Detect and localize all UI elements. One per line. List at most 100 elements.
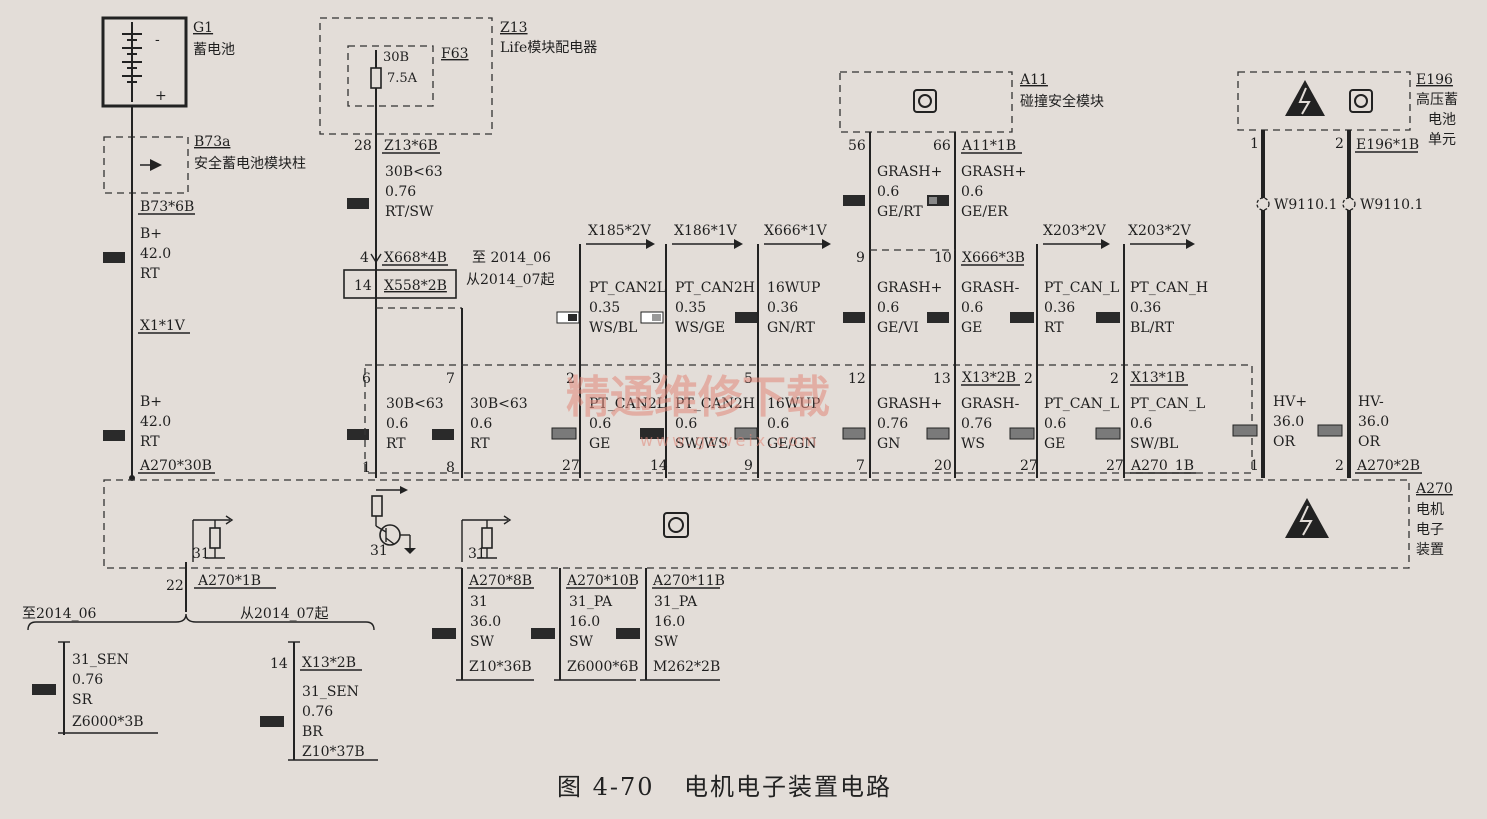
pin-label: 7 <box>856 458 865 474</box>
wire-label: GE <box>1044 436 1065 452</box>
wire-label: 0.6 <box>1044 416 1066 432</box>
wire-label: GN/RT <box>767 320 815 336</box>
color-swatch <box>531 628 555 639</box>
wire-label: 0.35 <box>675 300 706 316</box>
pin-label: 10 <box>934 250 952 266</box>
g1-id: G1 <box>193 20 213 36</box>
wire-label: SW/WS <box>675 436 728 452</box>
branch-brace <box>27 613 375 631</box>
color-swatch <box>843 312 865 323</box>
figure-title: 电机电子装置电路 <box>684 773 892 801</box>
color-swatch <box>1009 427 1035 440</box>
wire-label: RT <box>470 436 490 452</box>
wire-label: 0.76 <box>961 416 992 432</box>
wire-label: 0.76 <box>877 416 908 432</box>
note-from-b: 从2014_07起 <box>240 606 328 622</box>
wire-label: 0.36 <box>1044 300 1075 316</box>
wire-label: GN <box>877 436 900 452</box>
m262-2b-label: M262*2B <box>653 659 720 675</box>
wire-label: 0.76 <box>385 184 416 200</box>
b73a-arrow-icon <box>150 159 162 171</box>
color-swatch <box>1010 312 1034 323</box>
x13-2b-label: X13*2B <box>962 370 1016 386</box>
wire-label: 0.6 <box>877 184 899 200</box>
x558-2b-label: X558*2B <box>384 278 447 294</box>
pin-label: 28 <box>354 138 372 154</box>
wire-label: 31 <box>470 594 488 610</box>
resistor-icon <box>371 495 383 517</box>
color-swatch <box>432 628 456 639</box>
x558-box <box>343 269 457 299</box>
e196-name: 单元 <box>1428 132 1456 148</box>
f63-id: F63 <box>441 46 469 62</box>
x186-label: X186*1V <box>674 223 738 239</box>
pin-label: 2 <box>1110 371 1119 387</box>
wire-label: 0.6 <box>675 416 697 432</box>
wire-label: 0.6 <box>877 300 899 316</box>
wire-label: BR <box>302 724 323 740</box>
z6000-3b-label: Z6000*3B <box>72 714 144 730</box>
wire-label: SW <box>569 634 594 650</box>
color-swatch <box>347 429 369 440</box>
pin-label: 9 <box>744 458 753 474</box>
x203-label-a: X203*2V <box>1043 223 1107 239</box>
wire-label: RT <box>140 266 160 282</box>
arrow-right-icon <box>1101 239 1110 249</box>
wire-label: PT_CAN2L <box>589 280 666 296</box>
wire-label: 30B<63 <box>385 164 443 180</box>
pin-label: 27 <box>1020 458 1038 474</box>
z13-6b-label: Z13*6B <box>384 138 438 154</box>
wire-label: 16WUP <box>767 280 820 296</box>
e196-name: 电池 <box>1428 112 1456 128</box>
shield-icon <box>1256 197 1270 211</box>
color-swatch <box>640 428 664 439</box>
module-icon <box>663 512 689 538</box>
z6000-6b-label: Z6000*6B <box>567 659 639 675</box>
wire-label: PT_CAN2H <box>675 396 755 412</box>
fuse-amp: 7.5A <box>387 71 418 86</box>
a270-box <box>103 479 1410 569</box>
wire-label: GRASH+ <box>877 396 942 412</box>
pin-label: 2 <box>1335 458 1344 474</box>
wire-label: BL/RT <box>1130 320 1175 336</box>
e196-1b-label: E196*1B <box>1356 137 1419 153</box>
wire-label: SW <box>470 634 495 650</box>
wire-label: HV- <box>1358 394 1384 410</box>
fuse-icon <box>370 67 382 89</box>
color-swatch <box>432 429 454 440</box>
wire-label: GE <box>589 436 610 452</box>
z10-36b-label: Z10*36B <box>469 659 532 675</box>
wire-label: WS/BL <box>589 320 637 336</box>
arrow-right-icon <box>734 239 743 249</box>
color-swatch <box>32 684 56 695</box>
color-swatch <box>734 427 758 440</box>
wire-label: GE/VI <box>877 320 919 336</box>
a270-2b-label: A270*2B <box>1356 458 1420 474</box>
a270-id: A270 <box>1415 481 1453 497</box>
pin-label: 20 <box>934 458 952 474</box>
resistor-icon <box>481 527 493 549</box>
pin-label: 1 <box>1250 458 1259 474</box>
wire-label: 36.0 <box>470 614 501 630</box>
wire-label: PT_CAN_H <box>1130 280 1208 296</box>
pin-label: 2 <box>1335 136 1344 152</box>
pin-label: 14 <box>650 458 668 474</box>
wire-label: B+ <box>140 394 162 410</box>
arrow-right-icon <box>1186 239 1195 249</box>
pin-label: 31 <box>192 546 210 562</box>
z13-name: Life模块配电器 <box>500 40 597 56</box>
pin-label: 14 <box>354 278 372 294</box>
color-swatch <box>926 427 950 440</box>
wire-label: 0.6 <box>1130 416 1152 432</box>
a270-30b-label: A270*30B <box>139 458 212 474</box>
x1-1v-label: X1*1V <box>140 318 186 334</box>
wire-label: GE <box>961 320 982 336</box>
color-swatch <box>1317 424 1343 437</box>
arrow-right-icon <box>822 239 831 249</box>
x13-2b-low-label: X13*2B <box>302 655 356 671</box>
color-swatch <box>616 628 640 639</box>
wire-label: RT/SW <box>385 204 434 220</box>
wire-label: 42.0 <box>140 414 171 430</box>
wire-label: 0.6 <box>470 416 492 432</box>
e196-id: E196 <box>1416 72 1453 88</box>
